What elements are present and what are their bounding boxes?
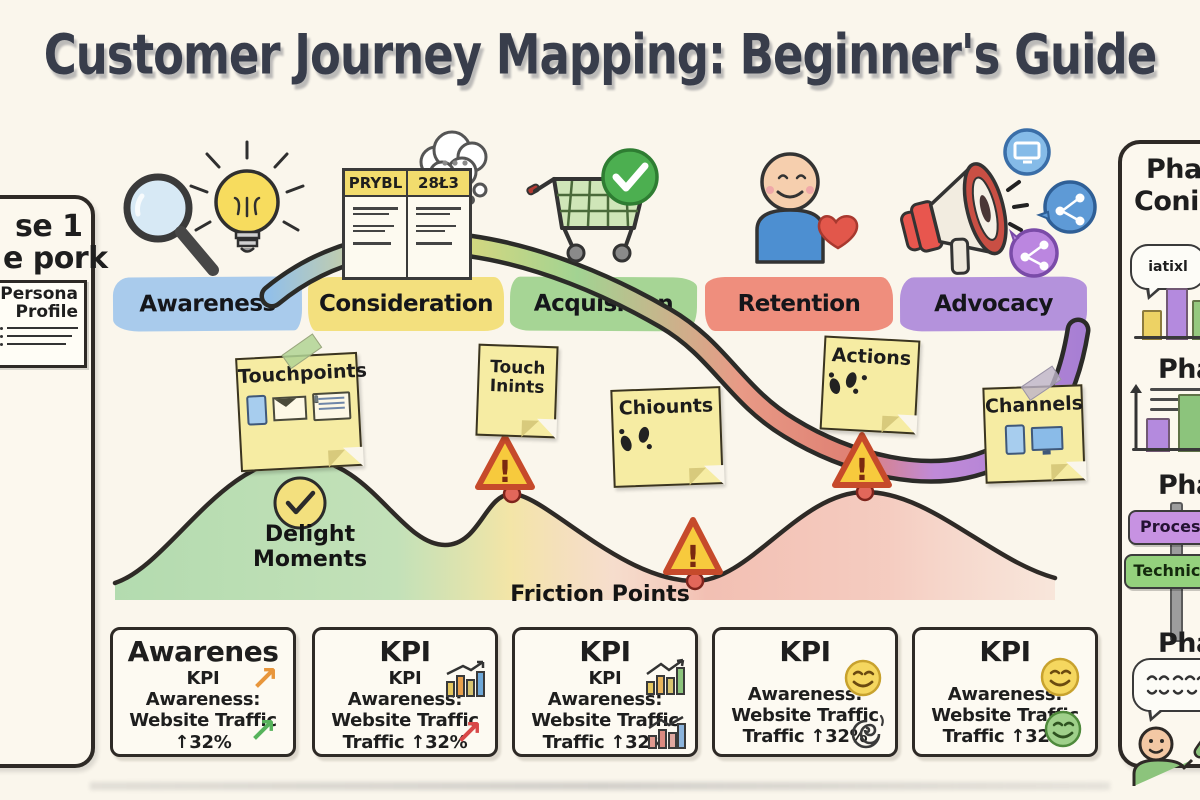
phone-icon [246,394,268,426]
axis-arrow-icon [1130,384,1142,448]
right-panel-heading: Pha [1158,628,1200,659]
delight-check-icon [273,476,327,530]
phone-icon [1004,424,1026,455]
table-header-cell: PRYBL [345,171,406,197]
right-phase-panel: Pha Coni iatixl Pha Pha Proc [1118,140,1200,786]
stage-band-advocacy: Advocacy [899,276,1088,332]
right-panel-heading: Pha [1158,470,1200,501]
paper-edge-shadow [90,782,1110,790]
share-badge-monitor-icon [1003,128,1051,176]
kpi-card: KPI KPI Awareness: Website Traffic Traff… [312,627,498,757]
page-title: Customer Journey Mapping: Beginner's Gui… [43,22,1158,87]
table-header-cell: 28Ł3 [408,171,469,197]
left-panel-heading: e pork [3,241,108,276]
browser-icon [312,391,352,422]
spiral-icon [851,714,884,749]
kpi-card: KPI Awareness: Website Traffic Traffic ↑… [712,627,898,757]
svg-text:!: ! [686,540,700,575]
sticky-note-chiounts: Chiounts [610,386,724,488]
arrow-up-orange-icon: ↗ [250,659,280,699]
monitor-icon [1030,425,1064,452]
stage-label: Acquisition [533,290,674,318]
bubble-text: iatixl [1148,259,1188,275]
kpi-title: KPI [579,635,631,668]
stage-band-retention: Retention [705,277,893,331]
right-panel-heading: Pha [1158,354,1200,385]
process-sign: Process [1128,510,1200,545]
kpi-title: KPI [379,635,431,668]
right-panel-heading: Coni [1134,186,1199,217]
sticky-note-channels: Channels [982,365,1086,484]
persona-profile-card: Persona Profile [0,280,87,368]
kpi-card: KPI Awareness: Website Traffic Traffic ↑… [912,627,1098,757]
left-panel-heading: se 1 [15,209,83,244]
bar-chart-icon [646,658,685,695]
check-circle-icon [601,148,659,206]
stage-label: Retention [737,291,861,317]
kpi-card: KPI KPI Awareness: Website Traffic Traff… [512,627,698,757]
friction-point-dot [855,482,875,502]
technical-sign: Technical [1124,554,1200,589]
arrow-up-red-icon: ↗ [454,713,484,753]
stage-band-awareness: Awareness [112,276,303,332]
squiggle-text-icon [1146,675,1200,695]
speech-bubble-icon: iatixl [1130,244,1200,300]
smiley-yellow-icon [1040,657,1080,697]
comparison-table-icon: PRYBL 28Ł3 [342,168,472,280]
smiley-icon [844,659,882,697]
sticky-note-touch: Touch Inints [475,343,559,439]
bar-chart-icon [648,716,686,749]
kpi-title: KPI [979,635,1031,668]
svg-text:!: ! [498,455,512,490]
sticky-note-label: Actions [831,343,912,371]
friction-points-label: Friction Points [510,582,690,607]
waving-person-icon [1132,726,1200,786]
right-panel-heading: Pha [1146,154,1200,185]
warning-triangle-icon: ! [663,517,723,575]
envelope-icon [272,395,308,422]
kpi-card-awareness: Awarenes KPI Awareness: Website Traffic … [110,627,296,757]
stage-label: Awareness [139,290,276,318]
happy-customer-icon [755,152,859,264]
bar-chart-icon [446,660,485,697]
shopping-cart-icon [526,148,659,263]
friction-point-dot [502,484,522,504]
share-badge-purple-icon [1008,228,1059,278]
megaphone-icon [900,128,1097,278]
magnifier-icon [123,173,219,276]
footprints-icon [619,426,652,452]
warning-triangle-icon: ! [832,432,892,488]
sticky-note-actions: Actions [819,335,921,435]
kpi-title: Awarenes [127,635,279,668]
kpi-title: KPI [779,635,831,668]
stage-band-acquisition: Acquisition [509,276,698,332]
heart-icon [817,215,859,250]
sticky-note-label: Chiounts [618,394,714,420]
stage-label: Consideration [318,291,494,317]
svg-text:!: ! [855,453,869,488]
persona-card-title: Persona Profile [0,284,78,322]
stage-label: Advocacy [934,290,1053,318]
sticky-note-label: Inints [489,375,545,398]
sticky-note-touchpoints: Touchpoints [235,333,367,473]
footprints-icon [828,372,867,394]
lightbulb-icon [189,140,305,253]
share-badge-blue-icon [1036,180,1097,234]
left-phase-panel: se 1 e pork Persona Profile [0,195,108,768]
speech-bubble-icon [1132,658,1200,722]
arrow-up-green-icon: ↗ [248,711,278,751]
stage-band-consideration: Consideration [308,277,504,331]
warning-triangle-icon: ! [475,434,535,490]
smiley-green-icon [1044,710,1082,748]
